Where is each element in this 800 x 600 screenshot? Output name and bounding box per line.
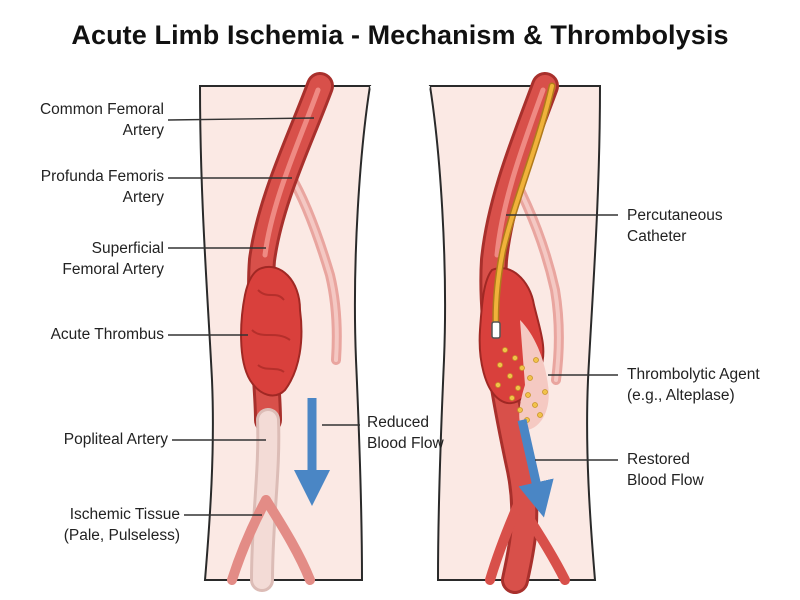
right-lower-branch-a [485,500,523,585]
thrombolytic-dots [495,347,548,423]
label-reduced-flow: Reduced Blood Flow [367,414,444,452]
right-leg [370,72,602,594]
label-common-femoral: Common Femoral Artery [39,101,164,139]
label-thrombolytic-agent: Thrombolytic Agent (e.g., Alteplase) [627,366,760,404]
label-catheter: Percutaneous Catheter [627,207,723,245]
label-superficial-femoral: Superficial Femoral Artery [62,240,164,278]
catheter-tip [491,321,501,339]
label-profunda-femoris: Profunda Femoris Artery [40,168,164,206]
left-leg [198,72,372,592]
leader-lines [167,117,618,516]
label-popliteal: Popliteal Artery [63,431,168,448]
label-restored-flow: Restored Blood Flow [627,451,704,489]
left-lower-branch-b [261,495,315,585]
left-lower-branch-a [227,495,271,585]
diagram-title: Acute Limb Ischemia - Mechanism & Thromb… [71,20,729,50]
restored-flow-arrow [517,419,554,518]
left-thrombus [240,265,303,397]
label-acute-thrombus: Acute Thrombus [50,326,164,343]
label-ischemic-tissue: Ischemic Tissue (Pale, Pulseless) [63,506,180,544]
leader-common-femoral [167,117,315,121]
